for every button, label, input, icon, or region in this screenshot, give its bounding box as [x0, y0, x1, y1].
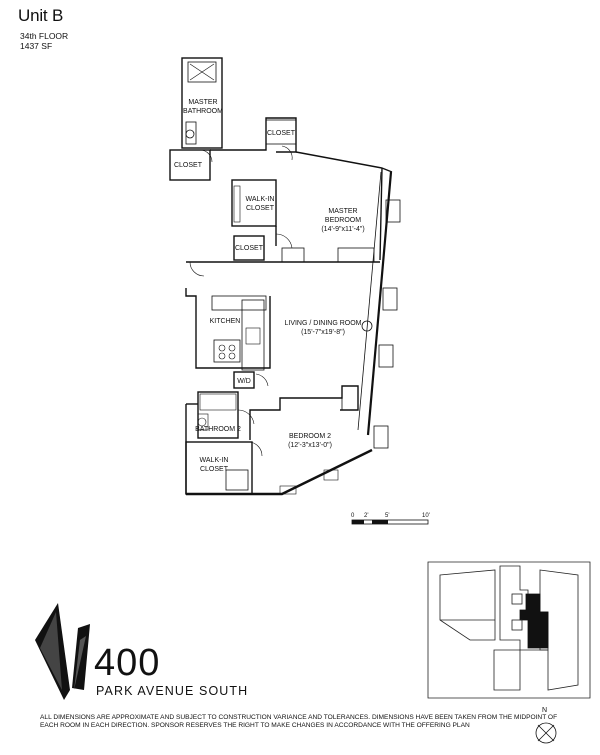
brand-logo-mark	[35, 603, 90, 700]
living-dining-dims: (15'-7"x19'-8")	[301, 329, 345, 336]
kitchen-label: KITCHEN	[210, 318, 241, 325]
master-bedroom-label-1: MASTER	[328, 208, 357, 215]
north-label: N	[542, 707, 548, 714]
closet-upper-label: CLOSET	[267, 130, 296, 137]
scale-bar: 0 2' 5' 10'	[351, 513, 430, 525]
scale-tick-2: 2'	[364, 513, 368, 519]
bathroom-2-label: BATHROOM 2	[195, 426, 241, 433]
closet-left-label: CLOSET	[174, 162, 203, 169]
walkin-closet-1-label-1: WALK-IN	[246, 196, 275, 203]
closet-middle-label: CLOSET	[235, 245, 264, 252]
brand-street: PARK AVENUE SOUTH	[96, 684, 249, 698]
bedroom-2-dims: (12'-3"x13'-0")	[288, 442, 332, 449]
unit-title: Unit B	[18, 6, 64, 25]
brand-number: 400	[94, 642, 161, 684]
walkin-closet-1-label-2: CLOSET	[246, 205, 275, 212]
area-label: 1437 SF	[20, 41, 53, 51]
scale-tick-10: 10'	[422, 513, 430, 519]
master-bedroom-dims: (14'-9"x11'-4")	[321, 226, 364, 233]
floor-label: 34th FLOOR	[20, 31, 69, 41]
disclaimer-text: ALL DIMENSIONS ARE APPROXIMATE AND SUBJE…	[40, 714, 558, 730]
master-bathroom-label-2: BATHROOM	[183, 108, 223, 115]
scale-tick-5: 5'	[385, 513, 389, 519]
north-compass-icon	[535, 722, 557, 744]
washer-dryer-label: W/D	[237, 378, 251, 385]
scale-tick-0: 0	[351, 513, 355, 519]
walkin-closet-2-label-1: WALK-IN	[200, 457, 229, 464]
bedroom-2-label: BEDROOM 2	[289, 433, 331, 440]
master-bedroom-label-2: BEDROOM	[325, 217, 361, 224]
living-dining-label: LIVING / DINING ROOM	[284, 320, 361, 327]
key-plan	[427, 561, 591, 699]
master-bathroom-label-1: MASTER	[188, 99, 217, 106]
wall-lines	[169, 57, 401, 496]
walkin-closet-2-label-2: CLOSET	[200, 466, 229, 473]
